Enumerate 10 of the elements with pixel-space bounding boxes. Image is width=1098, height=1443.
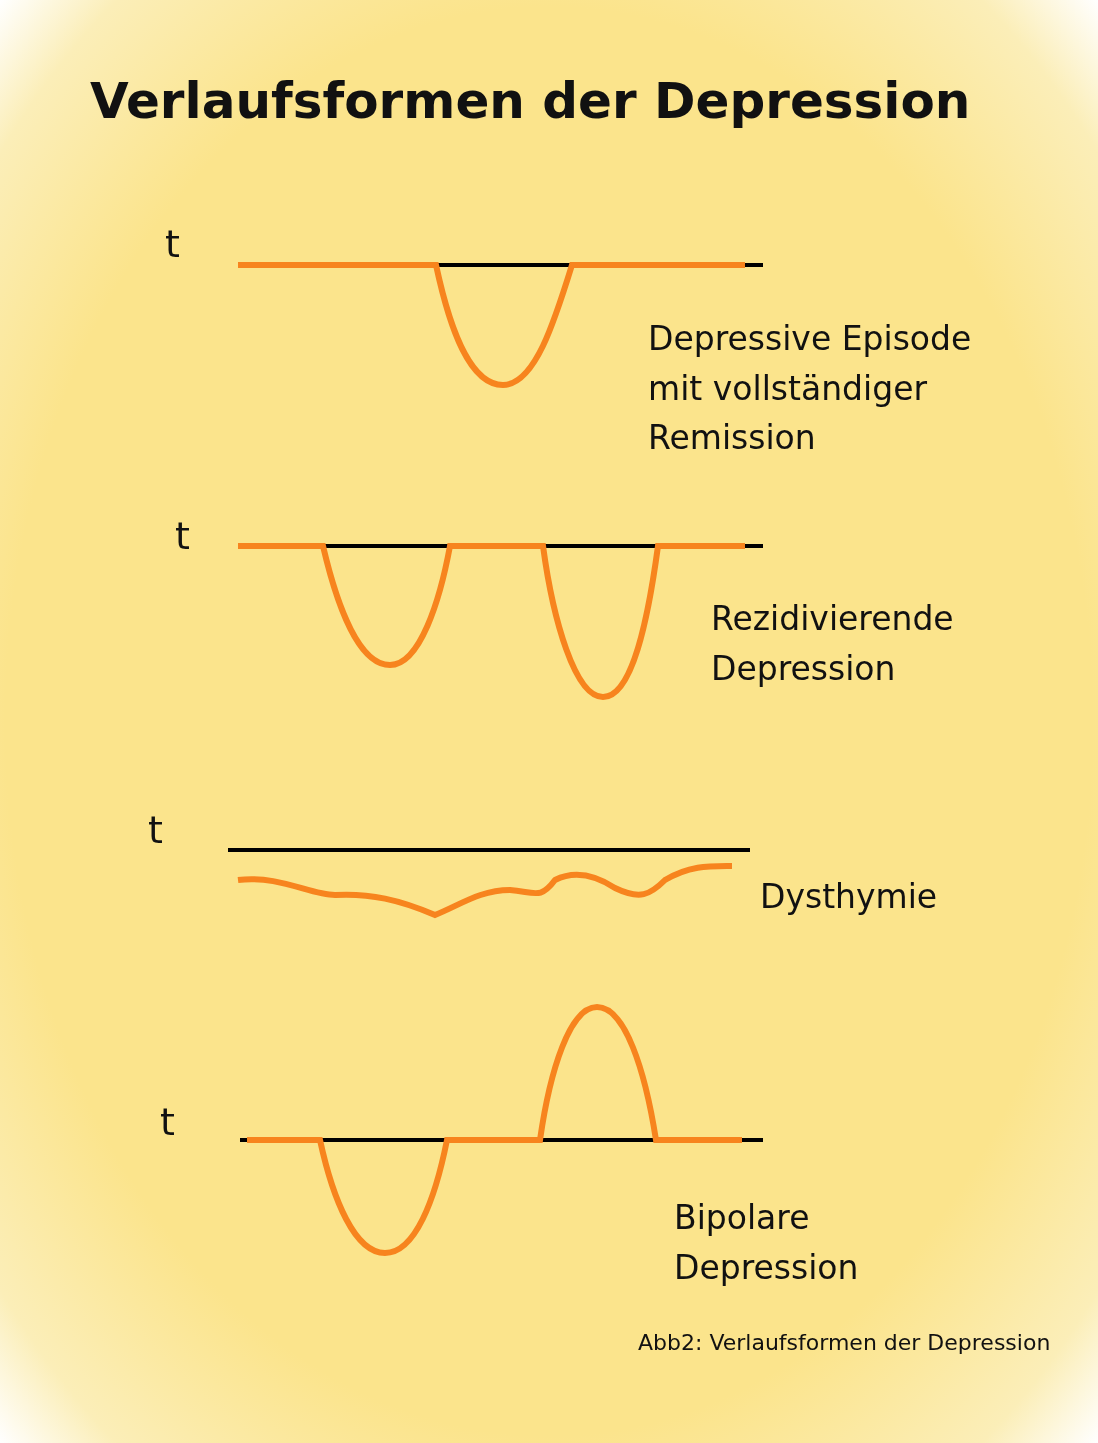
axis-label: t (175, 514, 190, 558)
axis-label: t (148, 808, 163, 852)
course-label: Rezidivierende Depression (711, 598, 955, 690)
caption: Abb2: Verlaufsformen der Depression (638, 1330, 1051, 1355)
axis-label: t (165, 222, 180, 266)
course-label: Bipolare Depression (674, 1197, 860, 1289)
axis-label: t (160, 1100, 175, 1144)
course-label: Dysthymie (760, 876, 939, 918)
course-label: Depressive Episode mit vollständiger Remission (648, 318, 973, 459)
title: Verlaufsformen der Depression (90, 72, 971, 130)
